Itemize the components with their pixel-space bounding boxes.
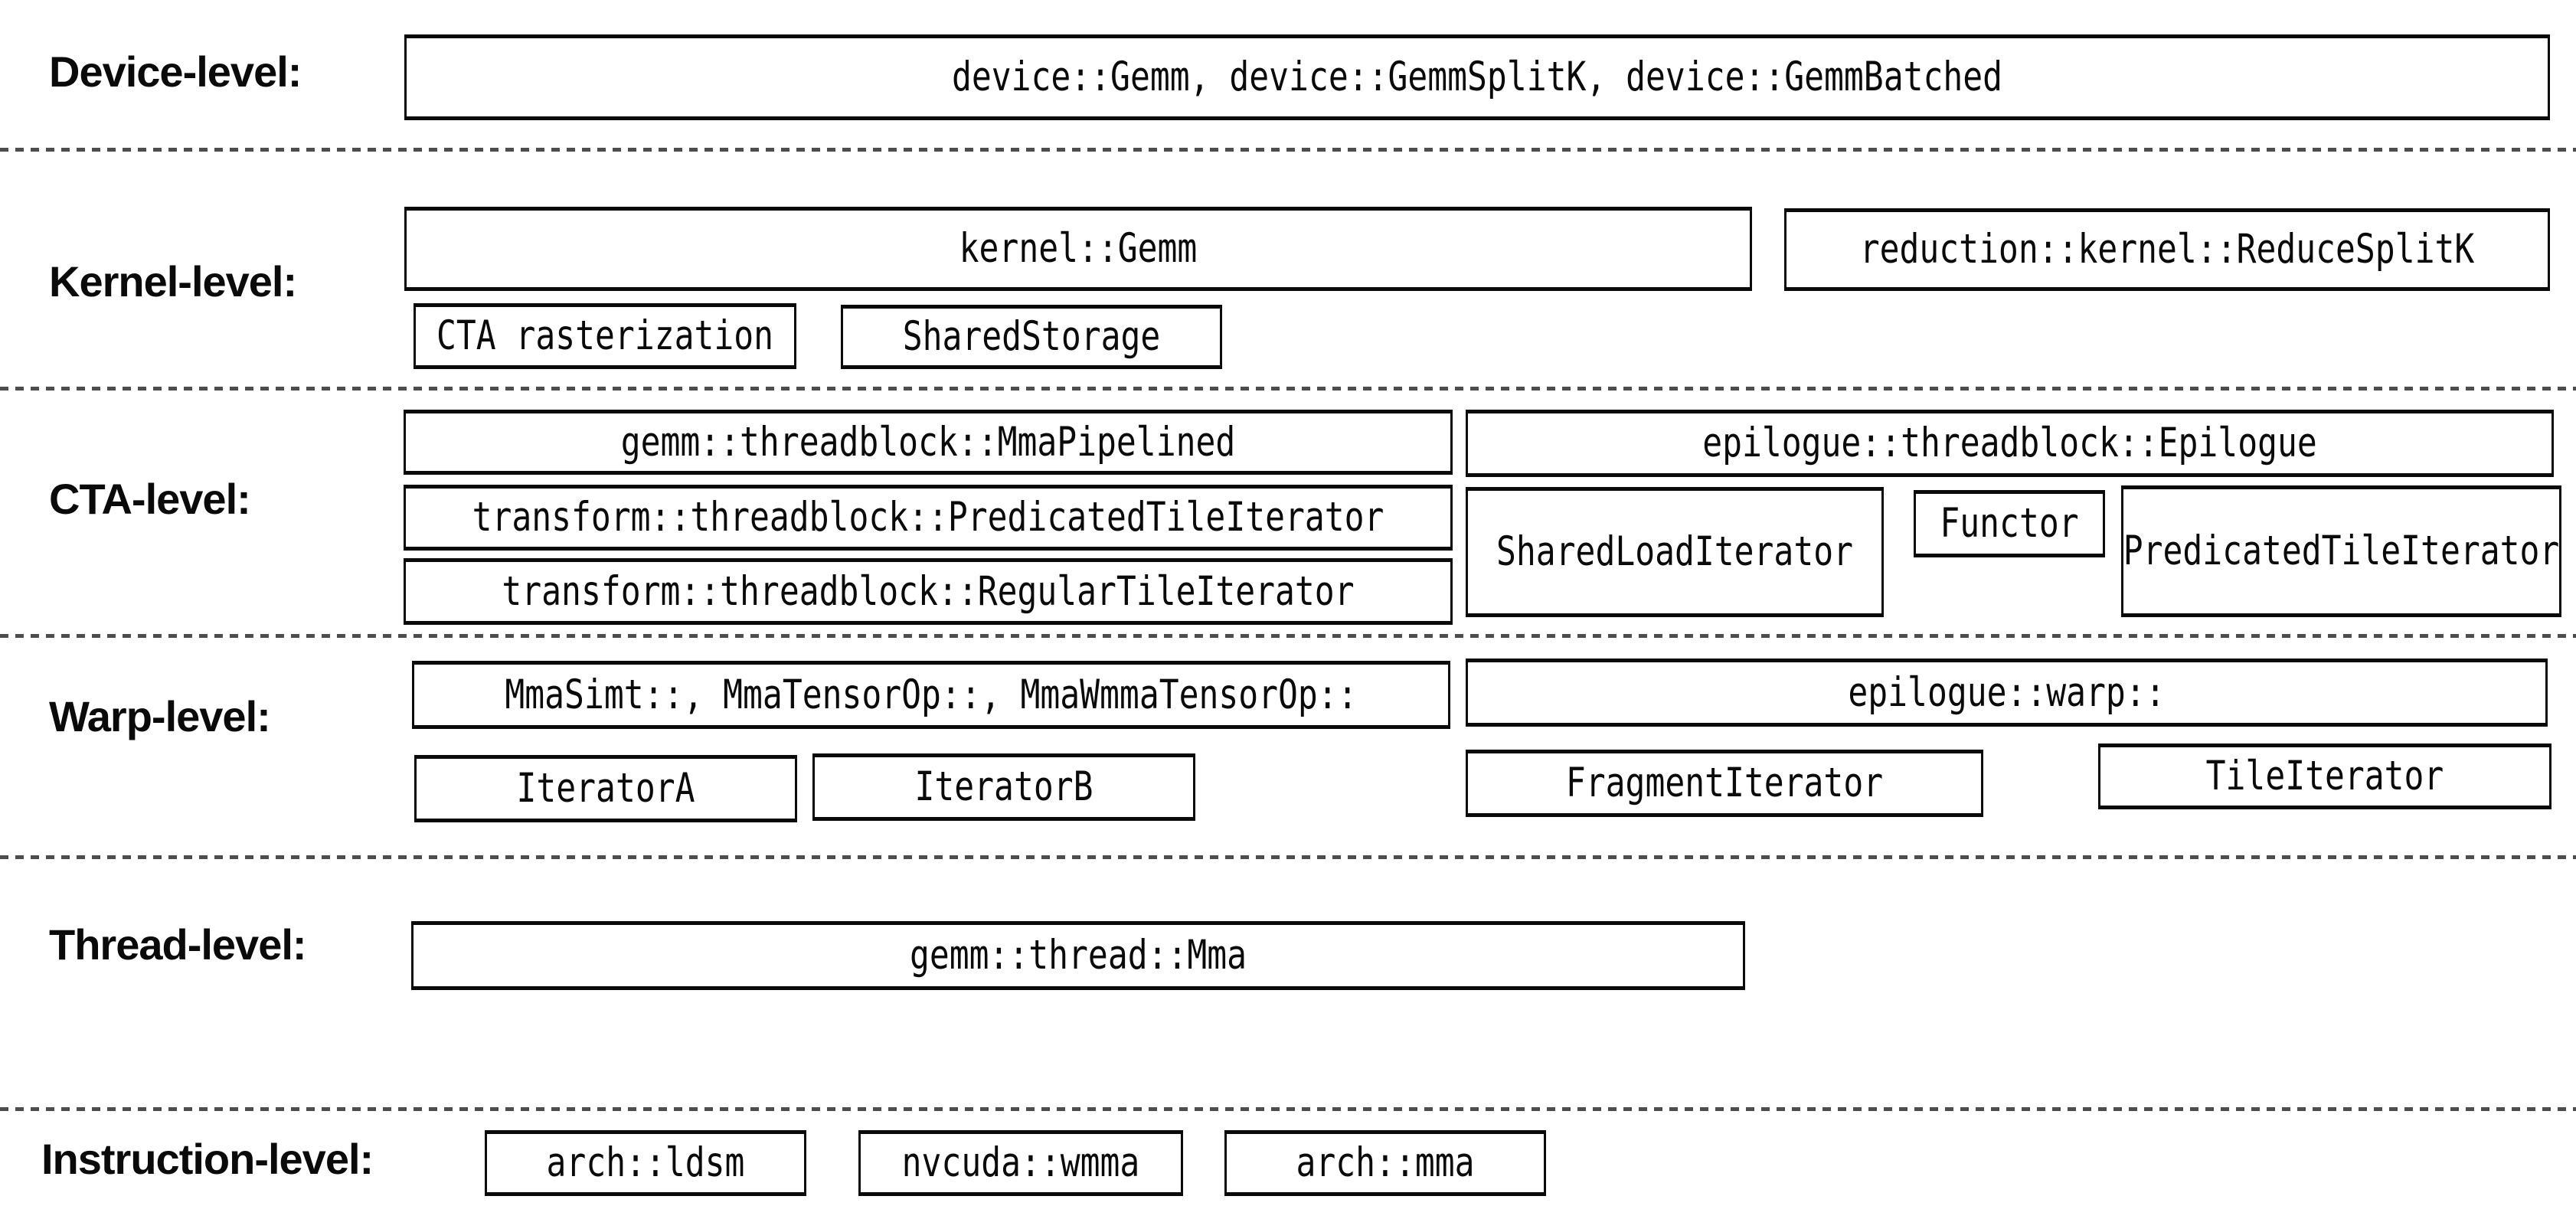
box-reduction-kernel-reducesplitk-text: reduction::kernel::ReduceSplitK [1859,226,2475,273]
box-arch-ldsm-text: arch::ldsm [546,1139,745,1187]
box-cta-rasterization: CTA rasterization [414,303,796,369]
box-iterator-a: IteratorA [414,755,797,822]
level-label-kernel: Kernel-level: [49,257,297,306]
box-transform-threadblock-predicatedtileiterator: transform::threadblock::PredicatedTileIt… [404,485,1453,551]
box-fragmentiterator-text: FragmentIterator [1565,760,1884,807]
box-epilogue-threadblock-epilogue: epilogue::threadblock::Epilogue [1466,410,2554,477]
box-shared-storage-text: SharedStorage [902,313,1161,361]
box-iterator-b: IteratorB [812,753,1195,821]
box-mmasimt-mmatensorop-mmawmmatensorop-text: MmaSimt::, MmaTensorOp::, MmaWmmaTensorO… [505,672,1358,718]
box-nvcuda-wmma: nvcuda::wmma [858,1130,1183,1196]
level-label-instruction: Instruction-level: [41,1135,374,1183]
level-label-device: Device-level: [49,47,302,96]
dashed-separator-3 [0,634,2576,638]
box-iterator-a-text: IteratorA [516,765,695,812]
box-predicatedtileiterator-epilogue: PredicatedTileIterator [2121,485,2561,617]
box-gemm-threadblock-mmapipelined-text: gemm::threadblock::MmaPipelined [620,419,1236,466]
box-device-gemm-variants-text: device::Gemm, device::GemmSplitK, device… [951,54,2003,101]
box-mmasimt-mmatensorop-mmawmmatensorop: MmaSimt::, MmaTensorOp::, MmaWmmaTensorO… [412,661,1450,729]
box-epilogue-warp: epilogue::warp:: [1466,659,2548,727]
box-sharedloaditerator-text: SharedLoadIterator [1496,528,1853,576]
box-epilogue-warp-text: epilogue::warp:: [1848,669,2166,716]
box-arch-ldsm: arch::ldsm [485,1130,806,1196]
box-arch-mma: arch::mma [1224,1130,1546,1196]
box-fragmentiterator: FragmentIterator [1466,750,1983,817]
dashed-separator-1 [0,148,2576,152]
box-transform-threadblock-regulartileiterator: transform::threadblock::RegularTileItera… [404,558,1453,625]
dashed-separator-2 [0,387,2576,391]
box-tileiterator: TileIterator [2098,743,2551,809]
level-label-thread: Thread-level: [49,920,307,969]
box-gemm-thread-mma: gemm::thread::Mma [411,921,1745,990]
box-transform-threadblock-predicatedtileiterator-text: transform::threadblock::PredicatedTileIt… [472,494,1384,541]
box-epilogue-threadblock-epilogue-text: epilogue::threadblock::Epilogue [1702,420,2317,467]
box-tileiterator-text: TileIterator [2205,753,2444,800]
box-sharedloaditerator: SharedLoadIterator [1466,487,1884,617]
box-kernel-gemm-text: kernel::Gemm [959,225,1198,273]
box-nvcuda-wmma-text: nvcuda::wmma [901,1139,1140,1187]
box-functor-text: Functor [1940,500,2079,547]
box-gemm-thread-mma-text: gemm::thread::Mma [909,932,1247,979]
dashed-separator-5 [0,1107,2576,1111]
level-label-warp: Warp-level: [49,692,271,740]
box-cta-rasterization-text: CTA rasterization [436,312,774,360]
box-functor: Functor [1914,490,2105,557]
box-arch-mma-text: arch::mma [1296,1139,1475,1187]
box-gemm-threadblock-mmapipelined: gemm::threadblock::MmaPipelined [404,410,1453,475]
box-transform-threadblock-regulartileiterator-text: transform::threadblock::RegularTileItera… [502,568,1355,615]
box-shared-storage: SharedStorage [841,305,1222,369]
box-predicatedtileiterator-epilogue-text: PredicatedTileIterator [2123,528,2560,575]
box-device-gemm-variants: device::Gemm, device::GemmSplitK, device… [404,34,2550,120]
box-kernel-gemm: kernel::Gemm [404,207,1752,291]
box-reduction-kernel-reducesplitk: reduction::kernel::ReduceSplitK [1784,208,2550,291]
dashed-separator-4 [0,855,2576,859]
level-label-cta: CTA-level: [49,475,251,523]
box-iterator-b-text: IteratorB [914,763,1093,811]
